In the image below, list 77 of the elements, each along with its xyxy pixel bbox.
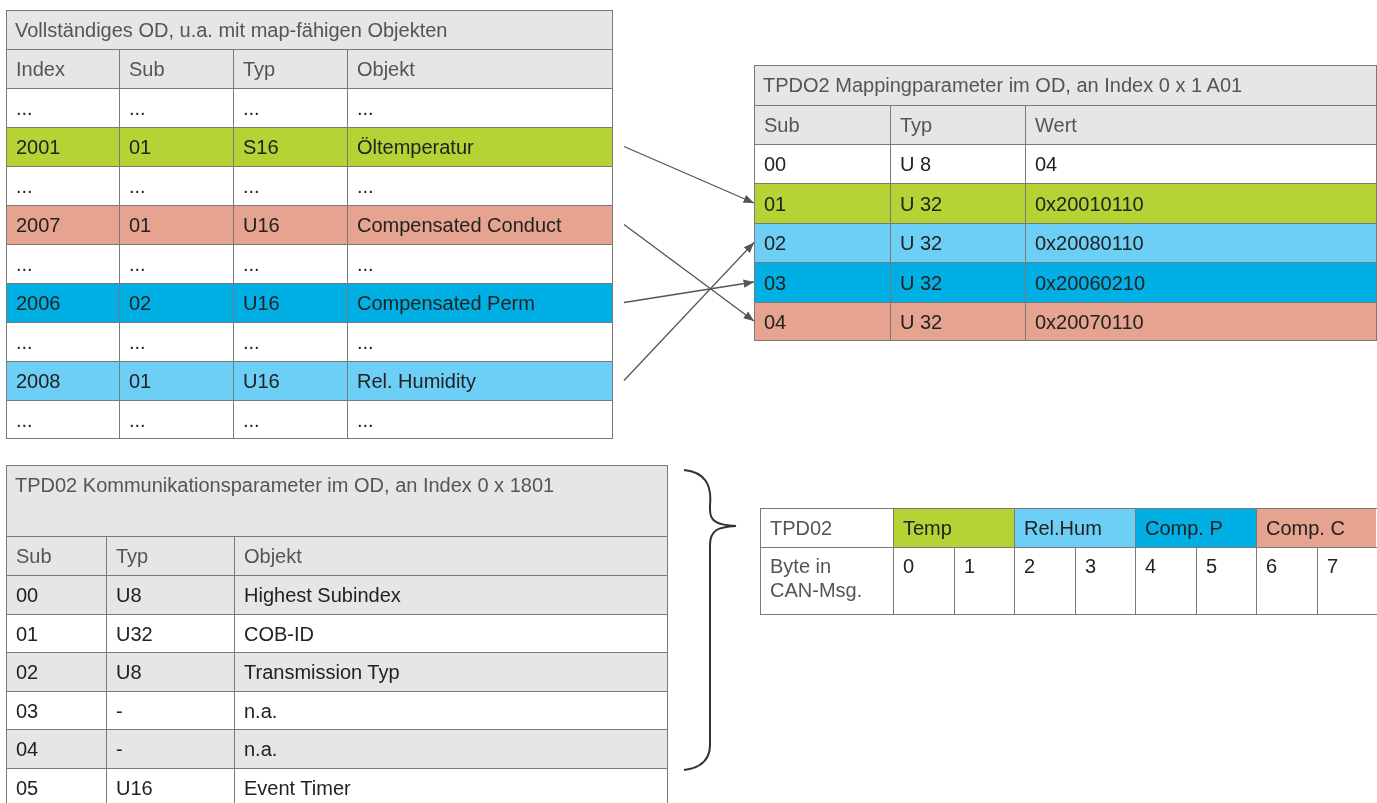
data-table: [6, 465, 668, 803]
table-cell-text: ...: [356, 252, 375, 277]
table-row: [7, 244, 612, 283]
table-row: [7, 400, 612, 438]
table-cell: Comp. P: [1136, 509, 1257, 547]
table-cell-text: COB-ID: [243, 621, 315, 647]
table-cell: Comp. C: [1257, 509, 1376, 547]
table-cell-text: ...: [356, 407, 375, 433]
data-table: [6, 10, 613, 439]
table-cell-text: 04: [1034, 152, 1059, 177]
table-cell: U 32: [891, 303, 1026, 340]
table-title: TPD02 Kommunikationsparameter im OD, an Index 0 x 1801: [14, 473, 556, 498]
table-cell-text: Rel. Humidity: [356, 369, 477, 394]
table-cell: ...: [7, 401, 120, 438]
data-table: [754, 65, 1377, 341]
table-cell: 5: [1197, 548, 1257, 614]
arrow: [623, 223, 755, 322]
table-cell-text: Event Timer: [243, 776, 352, 801]
table-cell: 0: [894, 548, 955, 614]
table-row: [7, 536, 667, 575]
table-cell-text: 0x20060210: [1034, 270, 1147, 296]
table-row: [755, 262, 1376, 302]
table-title: TPDO2 Mappingparameter im OD, an Index 0 x 1 A01: [762, 73, 1244, 98]
table-cell-text: n.a.: [243, 737, 279, 762]
arrow: [623, 145, 755, 204]
table-row: [7, 205, 612, 244]
table-cell: ...: [234, 401, 348, 438]
arrow: [623, 241, 755, 382]
table-row: [755, 183, 1376, 223]
table-cell-text: Transmission Typ: [243, 660, 401, 685]
table-cell: 3: [1076, 548, 1136, 614]
table-row: [755, 144, 1376, 183]
table-cell: 04: [755, 303, 891, 340]
table-cell: Rel.Hum: [1015, 509, 1136, 547]
table-row: [755, 302, 1376, 340]
column-header: Objekt: [356, 57, 416, 82]
table-row: [7, 322, 612, 361]
table-row: [7, 614, 667, 652]
table-cell-text: ...: [356, 96, 375, 121]
column-header: Wert: [1034, 113, 1078, 138]
table-cell: 2: [1015, 548, 1076, 614]
table-cell-text: n.a.: [243, 698, 279, 724]
table-cell-text: ...: [356, 174, 375, 199]
table-cell: Temp: [894, 509, 1015, 547]
table-row: [761, 547, 1377, 614]
table-cell-text: 0x20070110: [1034, 309, 1145, 335]
table-cell-text: Öltemperatur: [356, 135, 475, 160]
table-cell-text: Highest Subindex: [243, 583, 402, 608]
table-row: [7, 283, 612, 322]
table-row: [7, 575, 667, 614]
arrow: [623, 279, 755, 304]
table-cell-text: 0x20080110: [1034, 231, 1145, 256]
table-cell: 05: [7, 769, 107, 803]
table-cell-text: Compensated Conduct: [356, 213, 563, 238]
table-cell: 1: [955, 548, 1015, 614]
table-row: [755, 223, 1376, 262]
table-row: [7, 127, 612, 166]
table-row: [7, 361, 612, 400]
table-row: [7, 49, 612, 88]
table-row: [7, 729, 667, 768]
table-cell: U16: [107, 769, 235, 803]
table-cell-text: 0x20010110: [1034, 191, 1145, 217]
table-cell: Byte in CAN-Msg.: [761, 548, 894, 614]
table-title: Vollständiges OD, u.a. mit map-fähigen Objekten: [14, 18, 449, 43]
table-cell: ...: [120, 401, 234, 438]
table-cell-text: Compensated Perm: [356, 291, 536, 316]
column-header: Objekt: [243, 544, 303, 569]
table-row: [7, 88, 612, 127]
table-row: [7, 768, 667, 803]
table-row: [7, 652, 667, 691]
table-cell-text: ...: [356, 330, 375, 355]
table-row: [755, 105, 1376, 144]
table-row: [7, 166, 612, 205]
table-cell: 4: [1136, 548, 1197, 614]
table-cell-text: 7: [1326, 554, 1340, 579]
table-row: [7, 691, 667, 729]
table-cell: 6: [1257, 548, 1318, 614]
